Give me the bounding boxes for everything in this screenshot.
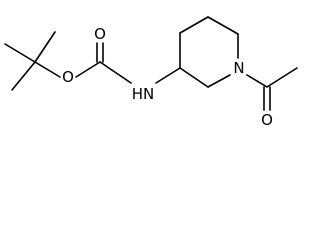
bond-ring-c4-c5: [179, 16, 209, 34]
bond-n-to-acetyl: [246, 74, 268, 88]
atom-label-carbamate-nitrogen: HN: [132, 85, 155, 103]
atom-label-ring-nitrogen: N: [233, 59, 244, 77]
atom-label-ester-oxygen: O: [62, 68, 74, 86]
structure-diagram: O O HN N O: [4, 16, 298, 129]
bond-tbu-methyl-top: [34, 31, 56, 63]
bond-ester-o-to-carbonyl: [75, 61, 101, 78]
bond-nh-to-ring: [155, 67, 181, 84]
bond-tbu-methyl-bottom: [11, 61, 36, 91]
bond-acetyl-methyl: [266, 67, 298, 88]
bond-tbu-methyl-left: [4, 43, 36, 63]
bond-ring-c5-c6: [207, 16, 239, 35]
bond-carbonyl-to-nh: [99, 61, 132, 84]
atom-label-acetyl-carbonyl-oxygen: O: [261, 111, 273, 129]
atom-label-carbamate-carbonyl-oxygen: O: [94, 25, 106, 43]
bond-ring-c2-c3: [179, 67, 209, 88]
bond-tbu-to-ester-o: [34, 61, 61, 78]
bond-ring-n-c2: [207, 74, 231, 88]
